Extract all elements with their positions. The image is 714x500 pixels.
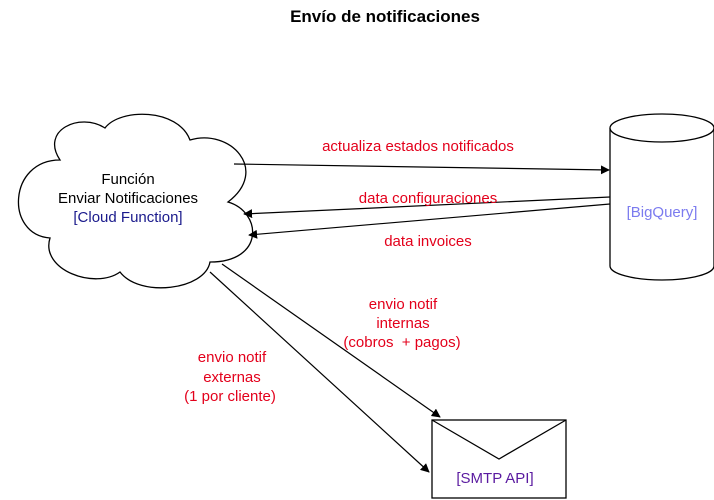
- cloud-function-line2: Enviar Notificaciones: [58, 190, 198, 207]
- cloud-function-node: Función Enviar Notificaciones [Cloud Fun…: [17, 113, 254, 289]
- envelope-flap: [431, 419, 567, 460]
- edge-label-invoices: data invoices: [384, 233, 472, 250]
- edge-externas-arrow: [209, 271, 430, 473]
- edge-label-internas-line1: envio notif: [369, 296, 438, 313]
- cylinder-top: [609, 113, 714, 143]
- cloud-shape: [17, 113, 254, 289]
- edge-internas-arrow: [221, 263, 441, 418]
- bigquery-label: [BigQuery]: [627, 204, 698, 221]
- smtp-node: [SMTP API]: [431, 419, 567, 499]
- edge-label-configuraciones: data configuraciones: [359, 190, 497, 207]
- cloud-function-type: [Cloud Function]: [73, 209, 182, 226]
- edge-label-externas-line3: (1 por cliente): [184, 388, 276, 405]
- smtp-label: [SMTP API]: [456, 470, 533, 487]
- bigquery-node: [BigQuery]: [609, 113, 714, 281]
- edge-label-externas-line1: envio notif: [198, 349, 267, 366]
- edge-configuraciones-arrow: [243, 196, 611, 219]
- edge-label-externas-line2: externas: [203, 369, 261, 386]
- cloud-function-line1: Función: [101, 171, 154, 188]
- cylinder-body: [609, 128, 714, 281]
- edge-actualiza-arrow: [233, 163, 610, 175]
- diagram-title: Envío de notificaciones: [290, 7, 480, 26]
- edge-label-actualiza: actualiza estados notificados: [322, 138, 514, 155]
- edge-invoices-arrow: [248, 203, 611, 239]
- edge-label-internas-line2: internas: [376, 315, 429, 332]
- edge-label-internas-line3: (cobros + pagos): [343, 334, 460, 351]
